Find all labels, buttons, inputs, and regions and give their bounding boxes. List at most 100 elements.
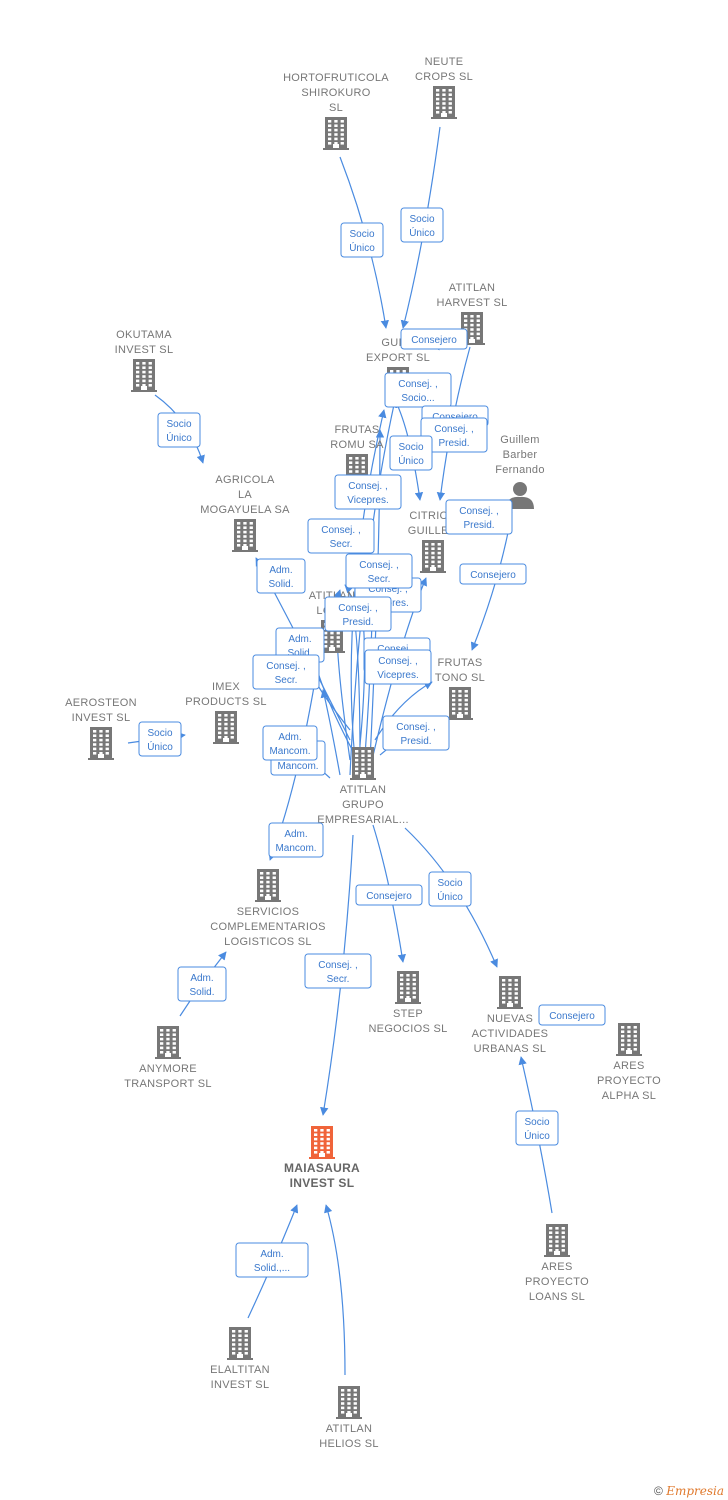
edge-label-text: Adm. — [190, 973, 213, 984]
node-label: COMPLEMENTARIOS — [210, 921, 326, 933]
edge-label-box[interactable]: Consejero — [538, 1004, 606, 1026]
node-label: STEP — [393, 1008, 423, 1020]
node-label: IMEX — [212, 681, 240, 693]
node-label: NEGOCIOS SL — [368, 1023, 447, 1035]
node-label: EXPORT SL — [366, 352, 430, 364]
node-label: URBANAS SL — [474, 1043, 547, 1055]
edge-label-text: Secr. — [330, 539, 353, 550]
edge-label-text: Consej. , — [378, 656, 417, 667]
edge-label-text: Consejero — [549, 1011, 595, 1022]
node-label: ELALTITAN — [210, 1364, 270, 1376]
relation-edge — [344, 584, 361, 761]
edge-label-text: Consej. , — [359, 560, 398, 571]
node-label: FRUTAS — [335, 424, 380, 436]
building-icon — [420, 540, 446, 573]
node-label: CROPS SL — [415, 71, 473, 83]
edge-label-text: Presid. — [438, 438, 469, 449]
edge-label-box[interactable]: Consej. ,Vicepres. — [334, 474, 402, 510]
edge-label-box[interactable]: Consej. ,Secr. — [252, 654, 320, 690]
node-anymore[interactable]: ANYMORE TRANSPORT SL — [124, 1026, 212, 1090]
edge-label-text: Socio — [437, 878, 462, 889]
edge-label-box[interactable]: Consej. ,Presid. — [445, 499, 513, 535]
node-label: INVEST SL — [72, 712, 131, 724]
building-icon — [350, 747, 376, 780]
edge-label-box[interactable]: Consej. ,Secr. — [304, 953, 372, 989]
edge-label-box[interactable]: Consej. ,Presid. — [382, 715, 450, 751]
node-label: TONO SL — [435, 672, 485, 684]
building-icon — [227, 1327, 253, 1360]
building-icon — [395, 971, 421, 1004]
node-atitlan_grupo[interactable]: ATITLANGRUPOEMPRESARIAL... — [317, 747, 409, 826]
edge-label-text: Consejero — [470, 570, 516, 581]
edge-label-text: Socio — [398, 442, 423, 453]
building-icon — [616, 1023, 642, 1056]
edge-label-text: Consej. , — [348, 481, 387, 492]
node-label: TRANSPORT SL — [124, 1078, 212, 1090]
node-aerosteon[interactable]: AEROSTEON INVEST SL — [65, 697, 137, 760]
node-label: ANYMORE — [139, 1063, 197, 1075]
edge-label-box[interactable]: Consejero — [355, 884, 423, 906]
edge-label-text: Socio... — [401, 393, 434, 404]
edge-label-box[interactable]: Consej. , Secr. — [307, 518, 375, 554]
edge-label-text: Consej. , — [266, 661, 305, 672]
node-label: FRUTAS — [438, 657, 483, 669]
edge-label-box[interactable]: Consej. ,Vicepres. — [364, 649, 432, 685]
edge-label-text: Único — [398, 454, 424, 467]
edge-label-text: Socio — [524, 1117, 549, 1128]
node-label: INVEST SL — [211, 1379, 270, 1391]
node-label: GUILLEM — [408, 525, 458, 537]
edge-label-text: Consej. , — [321, 525, 360, 536]
node-label: AGRICOLA — [215, 474, 275, 486]
edge-label-text: Adm. — [260, 1249, 283, 1260]
edge-label-text: Adm. — [288, 634, 311, 645]
edge-label-box[interactable]: Consej. ,Secr. — [345, 553, 413, 589]
edge-label-box[interactable]: Adm.Solid. — [256, 558, 306, 594]
edge-label-box[interactable]: Adm.Mancom. — [262, 725, 318, 761]
edge-label-box[interactable]: Adm.Mancom. — [268, 822, 324, 858]
building-icon — [309, 1126, 335, 1159]
node-label: PROYECTO — [525, 1276, 589, 1288]
node-label: Guillem — [500, 434, 539, 446]
edge-label-box[interactable]: Consejero — [400, 328, 468, 350]
node-label: LOGISTICOS SL — [224, 936, 312, 948]
node-label: AEROSTEON — [65, 697, 137, 709]
edge-label-text: Único — [437, 890, 463, 903]
node-step[interactable]: STEP NEGOCIOS SL — [368, 971, 447, 1035]
empresia-watermark[interactable]: © Empresia — [654, 1484, 724, 1498]
node-label: NUEVAS — [487, 1013, 533, 1025]
edge-label-box[interactable]: Consej. ,Presid. — [420, 417, 488, 453]
edge-label-box[interactable]: Consej. ,Socio... — [384, 372, 452, 408]
building-icon — [88, 727, 114, 760]
node-frutas_tono[interactable]: FRUTAS TONO SL — [435, 657, 485, 720]
edge-label-box[interactable]: Adm.Solid. — [177, 966, 227, 1002]
edge-label-box[interactable]: Consej. ,Presid. — [324, 596, 392, 632]
edge-label-text: Mancom. — [275, 843, 316, 854]
node-elaltitan[interactable]: ELALTITAN INVEST SL — [210, 1327, 270, 1391]
node-label: SHIROKURO — [301, 87, 370, 99]
edge-label-text: Consej. , — [368, 584, 407, 595]
edge-label-box[interactable]: Consejero — [459, 563, 527, 585]
edge-label-text: Socio — [349, 229, 374, 240]
edge-label-box[interactable]: Adm.Solid.,... — [235, 1242, 309, 1278]
